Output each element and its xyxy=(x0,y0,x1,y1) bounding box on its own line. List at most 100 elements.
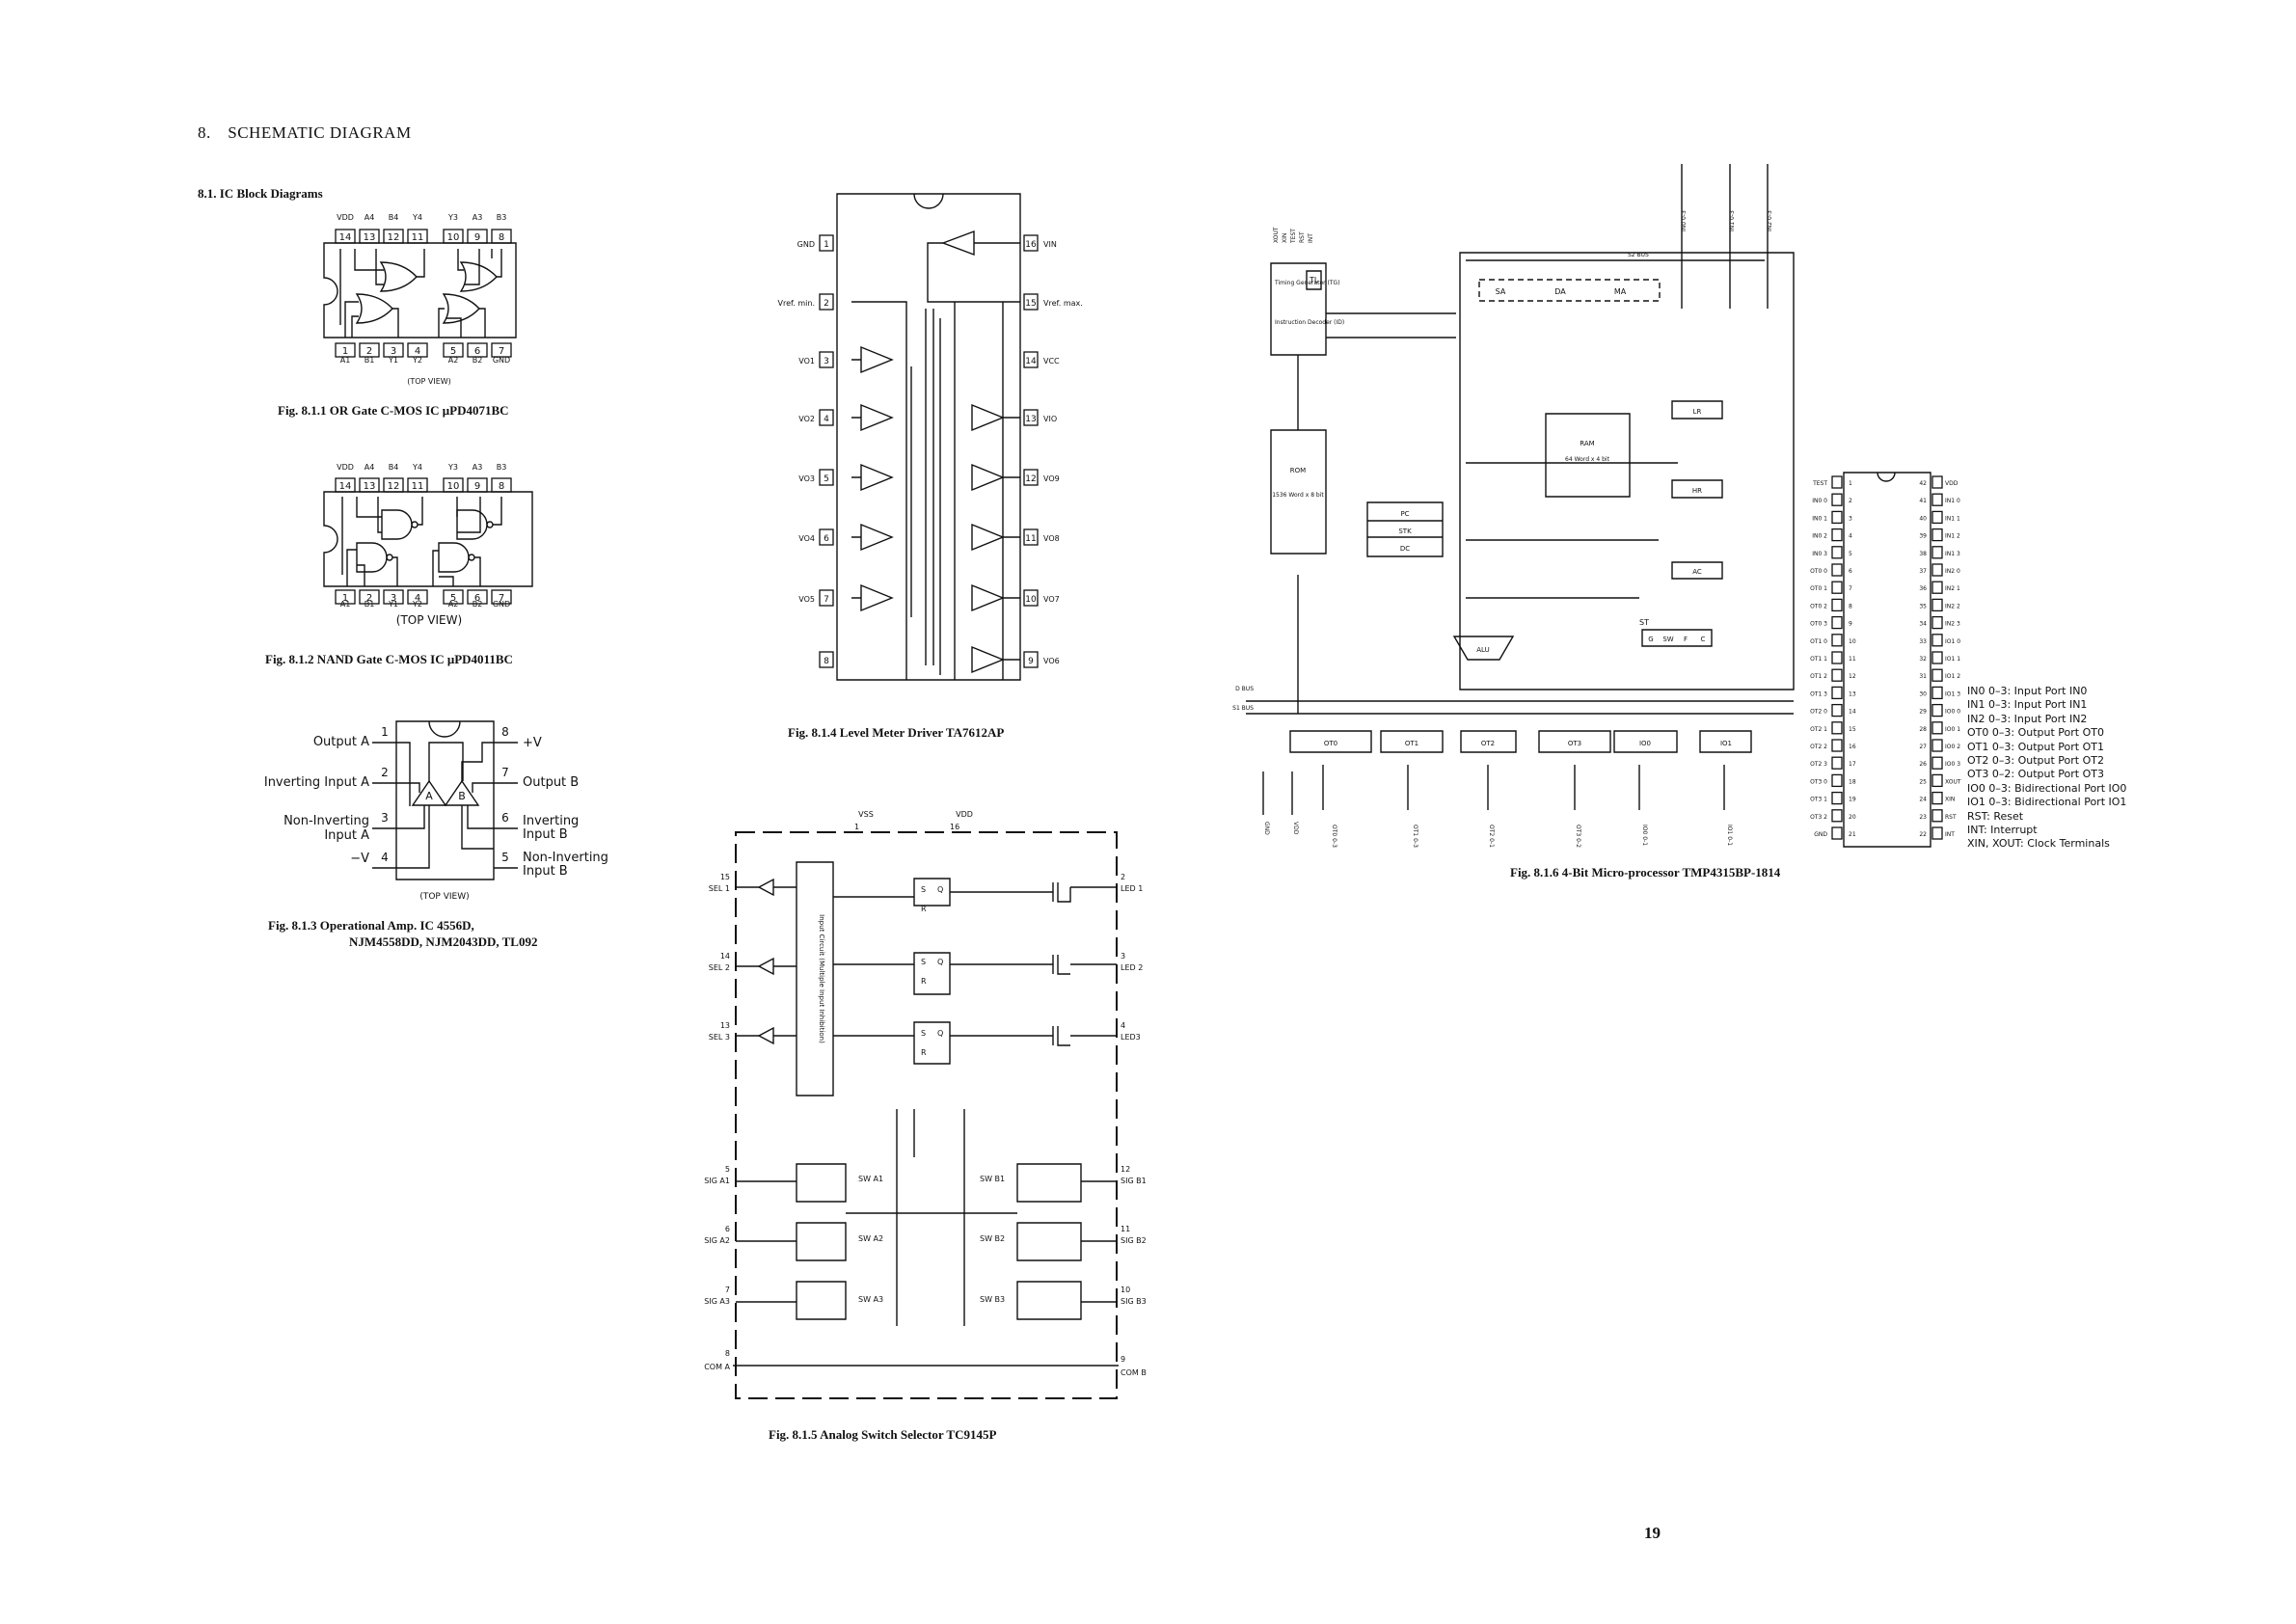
fig4-right-pin-label: VO6 xyxy=(1043,657,1060,665)
fig4-left-pin-label: VO1 xyxy=(798,357,815,365)
fig6-pinout-left-label: OT1 2 xyxy=(1810,673,1827,680)
fig2-bottom-pin xyxy=(491,589,512,605)
fig5-ff-q: Q xyxy=(937,1029,943,1038)
fig4-left-pin xyxy=(819,651,834,668)
fig-8-1-3-caption: Fig. 8.1.3 Operational Amp. IC 4556D, xyxy=(268,918,474,933)
fig6-pinout-left-number: 9 xyxy=(1849,621,1852,628)
fig6-pinout-right-number: 24 xyxy=(1919,797,1927,803)
fig6-pinout-right-label: IN2 2 xyxy=(1945,603,1960,609)
fig2-bottom-label: A2 xyxy=(448,600,459,609)
fig5-ff-r: R xyxy=(921,1048,927,1057)
fig1-bottom-pin-number: 7 xyxy=(499,346,504,357)
fig2-top-pin xyxy=(407,477,428,493)
fig4-right-pin-number: 14 xyxy=(1025,357,1037,366)
fig6-pinout-right-pin xyxy=(1931,756,1943,770)
fig3-right-pin-number: 8 xyxy=(501,725,509,739)
fig2-top-pin-number: 12 xyxy=(388,481,400,492)
fig6-pinout-left-pin xyxy=(1831,598,1843,612)
pin-legend-line: OT3 0–2: Output Port OT3 xyxy=(1967,768,2104,781)
fig4-right-pin-label: VCC xyxy=(1043,357,1060,365)
fig2-bottom-pin-number: 5 xyxy=(450,593,456,604)
fig3-label-non-inverting-b: Non-Inverting xyxy=(523,851,608,865)
fig6-pinout-right-pin xyxy=(1931,651,1943,664)
fig4-left-pin-number: 5 xyxy=(824,474,829,484)
fig5-switch-b-label: SW B2 xyxy=(980,1234,1005,1243)
fig2-top-label: VDD xyxy=(337,463,354,472)
fig-8-1-4-level-meter-diagram xyxy=(836,193,1021,681)
fig6-port-pin-label: IO1 0-1 xyxy=(1726,825,1733,846)
fig6-ram-size: 64 Word x 4 bit xyxy=(1565,456,1610,463)
pin-legend-line: OT1 0–3: Output Port OT1 xyxy=(1967,740,2104,753)
fig6-vdd-label: VDD xyxy=(1292,822,1299,835)
fig4-right-pin-number: 12 xyxy=(1025,474,1036,484)
fig2-top-label: Y4 xyxy=(412,463,422,472)
fig6-pinout-left-pin xyxy=(1831,581,1843,594)
fig3-left-pin-number: 4 xyxy=(381,851,389,864)
fig2-bottom-label: B1 xyxy=(365,600,375,609)
pin-legend-line: IN2 0–3: Input Port IN2 xyxy=(1967,712,2088,725)
fig6-st-bit-label: SW xyxy=(1662,636,1673,643)
fig6-pinout-right-number: 28 xyxy=(1919,726,1927,733)
fig4-right-pin-number: 9 xyxy=(1028,657,1034,666)
fig5-ff-r: R xyxy=(921,905,927,913)
fig2-top-pin-number: 11 xyxy=(412,481,424,492)
fig6-pinout-left-pin xyxy=(1831,791,1843,805)
fig5-sig-a-label: SIG A3 xyxy=(704,1297,730,1306)
fig2-top-pin-number: 9 xyxy=(474,481,480,492)
fig5-input-circuit-label: Input Circuit (Multiple Input Inhibition… xyxy=(818,914,825,1043)
fig5-sig-b-label: SIG B2 xyxy=(1121,1236,1147,1245)
fig-8-1-5-analog-switch-diagram xyxy=(733,831,1119,1399)
fig4-right-pin-label: VIN xyxy=(1043,240,1057,249)
fig2-bottom-pin-number: 7 xyxy=(499,593,504,604)
fig2-bottom-pin-number: 4 xyxy=(415,593,420,604)
fig1-top-label: A4 xyxy=(365,213,375,222)
fig5-switch-a-label: SW A1 xyxy=(858,1175,883,1183)
fig3-top-view-label: (TOP VIEW) xyxy=(419,892,469,902)
fig6-st-bit-label: F xyxy=(1684,636,1688,643)
fig6-pinout-left-pin xyxy=(1831,809,1843,823)
fig1-top-pin xyxy=(359,229,380,244)
fig6-pinout-right-number: 31 xyxy=(1919,673,1927,680)
fig3-label-non-inverting-a: Non-Inverting xyxy=(284,814,369,828)
fig1-bottom-label: B2 xyxy=(473,356,483,365)
fig6-pinout-left-label: OT1 0 xyxy=(1810,638,1827,645)
fig-8-1-3-opamp-diagram xyxy=(372,720,518,880)
fig4-right-pin-label: VO9 xyxy=(1043,474,1060,483)
fig6-pc-label: PC xyxy=(1400,510,1409,518)
fig6-pinout-left-label: OT0 2 xyxy=(1810,603,1827,609)
fig2-top-label: A4 xyxy=(365,463,375,472)
fig4-left-pin-label: VO4 xyxy=(798,534,815,543)
fig6-s2-bus-label: S2 BUS xyxy=(1628,252,1649,258)
fig6-pinout-right-number: 41 xyxy=(1919,498,1927,504)
fig6-pinout-right-label: IO0 0 xyxy=(1945,709,1960,716)
fig2-bottom-label: Y1 xyxy=(388,600,398,609)
fig6-pinout-right-pin xyxy=(1931,493,1943,506)
fig6-dc-label: DC xyxy=(1400,545,1410,553)
fig6-pinout-left-pin xyxy=(1831,756,1843,770)
fig1-top-pin-number: 10 xyxy=(447,232,460,243)
fig6-port-label: OT2 xyxy=(1481,740,1495,747)
fig6-pinout-right-number: 33 xyxy=(1919,638,1927,645)
fig5-ff-s: S xyxy=(921,1029,926,1038)
fig1-top-label: VDD xyxy=(337,213,354,222)
fig3-label-inverting-b: Inverting xyxy=(523,814,579,828)
fig2-bottom-label: Y2 xyxy=(412,600,422,609)
fig2-top-pin xyxy=(359,477,380,493)
fig6-alu-label: ALU xyxy=(1476,646,1489,654)
fig6-pinout-right-number: 40 xyxy=(1919,515,1927,522)
fig1-top-pin-number: 12 xyxy=(388,232,400,243)
fig2-top-label: A3 xyxy=(473,463,483,472)
fig6-pinout-left-pin xyxy=(1831,493,1843,506)
fig4-left-pin-label: VO2 xyxy=(798,415,815,423)
fig6-gnd-label: GND xyxy=(1263,822,1270,835)
fig6-pinout-left-label: OT3 0 xyxy=(1810,778,1827,785)
pin-legend-line: INT: Interrupt xyxy=(1967,824,2038,837)
fig6-pinout-left-number: 20 xyxy=(1849,814,1856,821)
fig6-pinout-right-number: 38 xyxy=(1919,551,1927,557)
fig2-bottom-pin-number: 1 xyxy=(342,593,348,604)
fig1-bottom-pin xyxy=(491,342,512,358)
fig6-top-signal: XOUT xyxy=(1273,227,1280,243)
fig1-top-pin xyxy=(443,229,464,244)
